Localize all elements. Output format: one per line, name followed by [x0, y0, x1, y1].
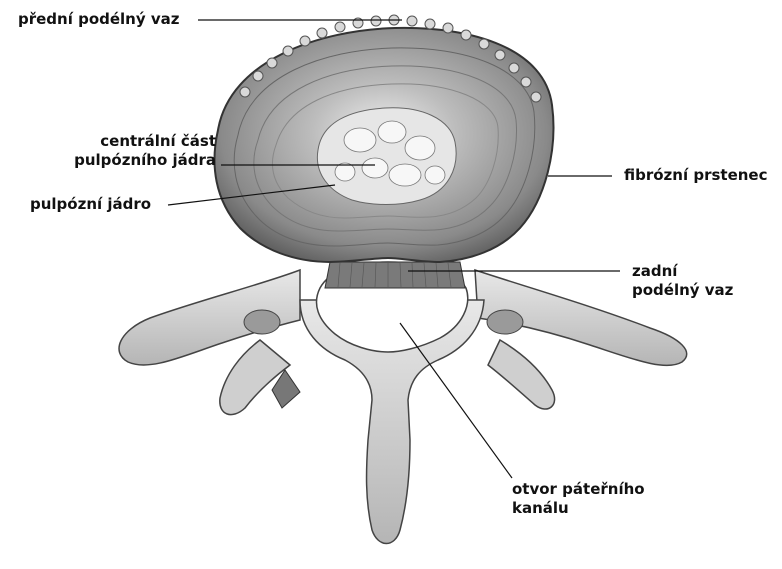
- label-vertebral-canal: otvor páteřního kanálu: [512, 480, 645, 518]
- label-posterior-ligament-line2: podélný vaz: [632, 281, 733, 300]
- posterior-ligament-band: [325, 262, 465, 288]
- label-nucleus-center-line1: centrální část: [26, 132, 216, 151]
- label-nucleus-center-line2: pulpózního jádra: [26, 151, 216, 170]
- label-nucleus-center: centrální část pulpózního jádra: [26, 132, 216, 170]
- label-posterior-ligament-line1: zadní: [632, 262, 733, 281]
- label-vertebral-canal-line1: otvor páteřního: [512, 480, 645, 499]
- label-posterior-ligament: zadní podélný vaz: [632, 262, 733, 300]
- label-vertebral-canal-line2: kanálu: [512, 499, 645, 518]
- label-anterior-ligament: přední podélný vaz: [18, 10, 180, 29]
- intervertebral-disc: [214, 15, 553, 262]
- label-annulus: fibrózní prstenec: [624, 166, 767, 185]
- label-nucleus: pulpózní jádro: [30, 195, 151, 214]
